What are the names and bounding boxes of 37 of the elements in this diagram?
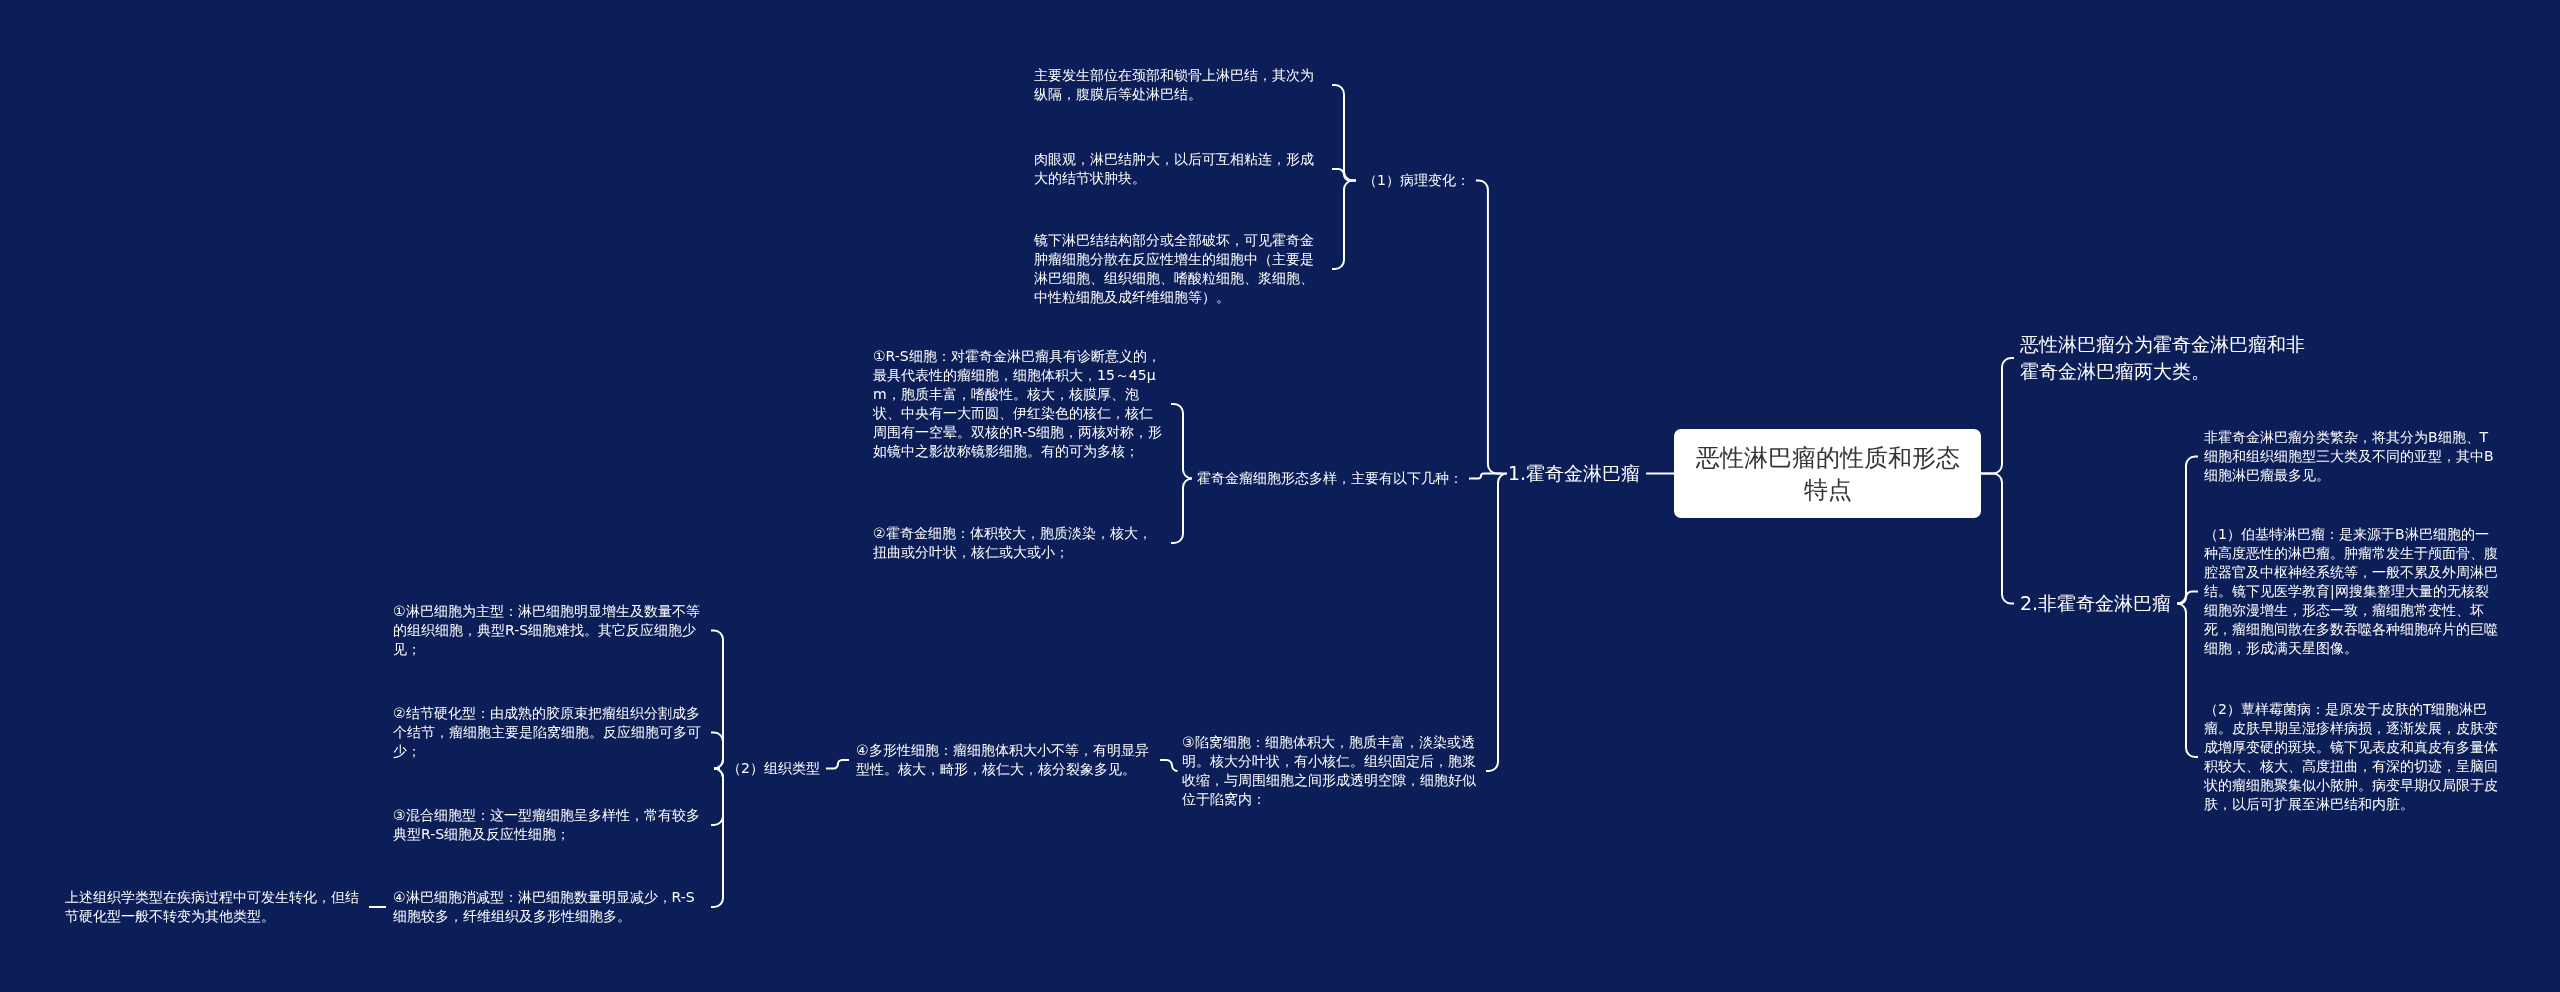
connector-line <box>1485 472 1508 772</box>
connector-line <box>1159 759 1179 772</box>
connector-line <box>2177 590 2199 605</box>
connector-line <box>1170 477 1193 544</box>
topic-text: 1.霍奇金淋巴瘤 <box>1508 460 1641 487</box>
topic-text: （1）伯基特淋巴瘤：是来源于B淋巴细胞的一种高度恶性的淋巴瘤。肿瘤常发生于颅面骨、腹腔器官及中枢神经系统等，一般不累及外周淋巴结。镜下见医学教育|网搜集整理大量的无核裂细胞弥漫增生，形态一致，瘤细胞常变性、坏死，瘤细胞间散在多数吞噬各种细胞碎片的巨噬细胞，形成满天星图像。 <box>2204 525 2500 658</box>
connector-line <box>710 767 724 908</box>
connector-line <box>710 731 724 770</box>
topic-text: 恶性淋巴瘤分为霍奇金淋巴瘤和非霍奇金淋巴瘤两大类。 <box>2020 331 2312 385</box>
topic-text: ①淋巴细胞为主型：淋巴细胞明显增生及数量不等的组织细胞，典型R-S细胞难找。其它反应细胞少见； <box>393 602 705 659</box>
connector-line <box>2176 602 2199 758</box>
topic-text: ④多形性细胞：瘤细胞体积大小不等，有明显异型性。核大，畸形，核仁大，核分裂象多见。 <box>856 741 1154 779</box>
topic-text: 镜下淋巴结结构部分或全部破坏，可见霍奇金肿瘤细胞分散在反应性增生的细胞中（主要是淋巴细胞、组织细胞、嗜酸粒细胞、浆细胞、中性粒细胞及成纤维细胞等）。 <box>1034 231 1326 307</box>
topic-text: 主要发生部位在颈部和锁骨上淋巴结，其次为纵隔，腹膜后等处淋巴结。 <box>1034 66 1326 104</box>
topic-text: 非霍奇金淋巴瘤分类繁杂，将其分为B细胞、T细胞和组织细胞型三大类及不同的亚型，其中B细胞淋巴瘤最多见。 <box>2204 428 2496 485</box>
connector-line <box>1980 472 2015 605</box>
topic-text: ③混合细胞型：这一型瘤细胞呈多样性，常有较多典型R-S细胞及反应性细胞； <box>393 806 705 844</box>
topic-text: ④淋巴细胞消减型：淋巴细胞数量明显减少，R-S细胞较多，纤维组织及多形性细胞多。 <box>393 888 705 926</box>
topic-text: ①R-S细胞：对霍奇金淋巴瘤具有诊断意义的，最具代表性的瘤细胞，细胞体积大，15～45μm，胞质丰富，嗜酸性。核大，核膜厚、泡状、中央有一大而圆、伊红染色的核仁，核仁周围有一空晕。双核的R-S细胞，两核对称，形如镜中之影故称镜影细胞。有的可为多核； <box>873 347 1165 461</box>
connector-line <box>1645 472 1675 475</box>
topic-text: 上述组织学类型在疾病过程中可发生转化，但结节硬化型一般不转变为其他类型。 <box>65 888 363 926</box>
topic-text: （2）组织类型 <box>727 759 820 778</box>
connector-line <box>1170 403 1193 480</box>
topic-text: （1）病理变化： <box>1363 171 1470 190</box>
topic-text: 霍奇金瘤细胞形态多样，主要有以下几种： <box>1197 469 1463 488</box>
connector-line <box>368 906 387 908</box>
topic-text: ③陷窝细胞：细胞体积大，胞质丰富，淡染或透明。核大分叶状，有小核仁。组织固定后，胞浆收缩，与周围细胞之间形成透明空隙，细胞好似位于陷窝内： <box>1182 733 1480 809</box>
topic-text: ②结节硬化型：由成熟的胶原束把瘤组织分割成多个结节，瘤细胞主要是陷窝细胞。反应细胞可多可少； <box>393 704 705 761</box>
connector-line <box>2176 455 2199 605</box>
topic-text: ②霍奇金细胞：体积较大，胞质淡染，核大，扭曲或分叶状，核仁或大或小； <box>873 524 1165 562</box>
topic-text: 肉眼观，淋巴结肿大，以后可互相粘连，形成大的结节状肿块。 <box>1034 150 1326 188</box>
topic-text: （2）蕈样霉菌病：是原发于皮肤的T细胞淋巴瘤。皮肤早期呈湿疹样病损，逐渐发展，皮肤变成增厚变硬的斑块。镜下见表皮和真皮有多量体积较大、核大、高度扭曲，有深的切迹，呈脑回状的瘤细胞聚集似小脓肿。病变早期仅局限于皮肤，以后可扩展至淋巴结和内脏。 <box>2204 700 2500 814</box>
topic-text: 2.非霍奇金淋巴瘤 <box>2020 590 2172 617</box>
connector-line <box>1331 179 1357 270</box>
connector-line <box>1468 472 1502 480</box>
connector-line <box>824 759 850 770</box>
root-topic-box: 恶性淋巴瘤的性质和形态特点 <box>1674 429 1981 518</box>
